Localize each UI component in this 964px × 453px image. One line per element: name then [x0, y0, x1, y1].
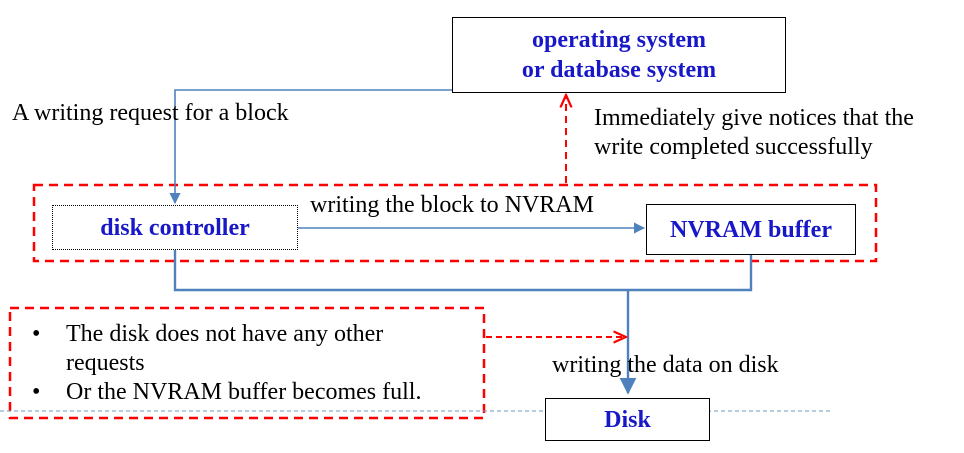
notice-label-line1: Immediately give notices that the	[594, 105, 914, 131]
controller-drain-line	[173, 250, 628, 292]
disk-controller-node: disk controller	[52, 205, 298, 250]
bullet-marker: •	[32, 379, 41, 405]
nvram-buffer-node: NVRAM buffer	[646, 204, 856, 255]
disk-controller-label: disk controller	[100, 214, 250, 241]
os-label-line1: operating system	[532, 27, 706, 53]
disk-label: Disk	[604, 406, 651, 433]
notice-label: Immediately give notices that the write …	[594, 104, 914, 162]
request-arrow	[169, 89, 452, 205]
conditions-outline	[8, 306, 486, 420]
condition-text-line1: The disk does not have any other	[66, 321, 384, 347]
to-nvram-label: writing the block to NVRAM	[310, 192, 594, 218]
os-node: operating system or database system	[452, 17, 786, 93]
conditions-list: • The disk does not have any other reque…	[30, 320, 421, 407]
to-disk-label: writing the data on disk	[552, 352, 779, 378]
bullet-marker: •	[32, 321, 41, 347]
nvram-drain-line	[628, 255, 753, 292]
buffer-group-outline	[32, 183, 878, 263]
condition-text-line2: requests	[66, 350, 145, 376]
os-label-line2: or database system	[521, 57, 717, 83]
disk-node: Disk	[545, 398, 710, 441]
nvram-buffer-label: NVRAM buffer	[670, 216, 832, 243]
condition-item: • The disk does not have any other reque…	[30, 320, 421, 378]
condition-item: • Or the NVRAM buffer becomes full.	[30, 378, 421, 407]
condition-text: Or the NVRAM buffer becomes full.	[66, 379, 422, 405]
notice-label-line2: write completed successfully	[594, 134, 873, 160]
request-label: A writing request for a block	[12, 100, 289, 126]
